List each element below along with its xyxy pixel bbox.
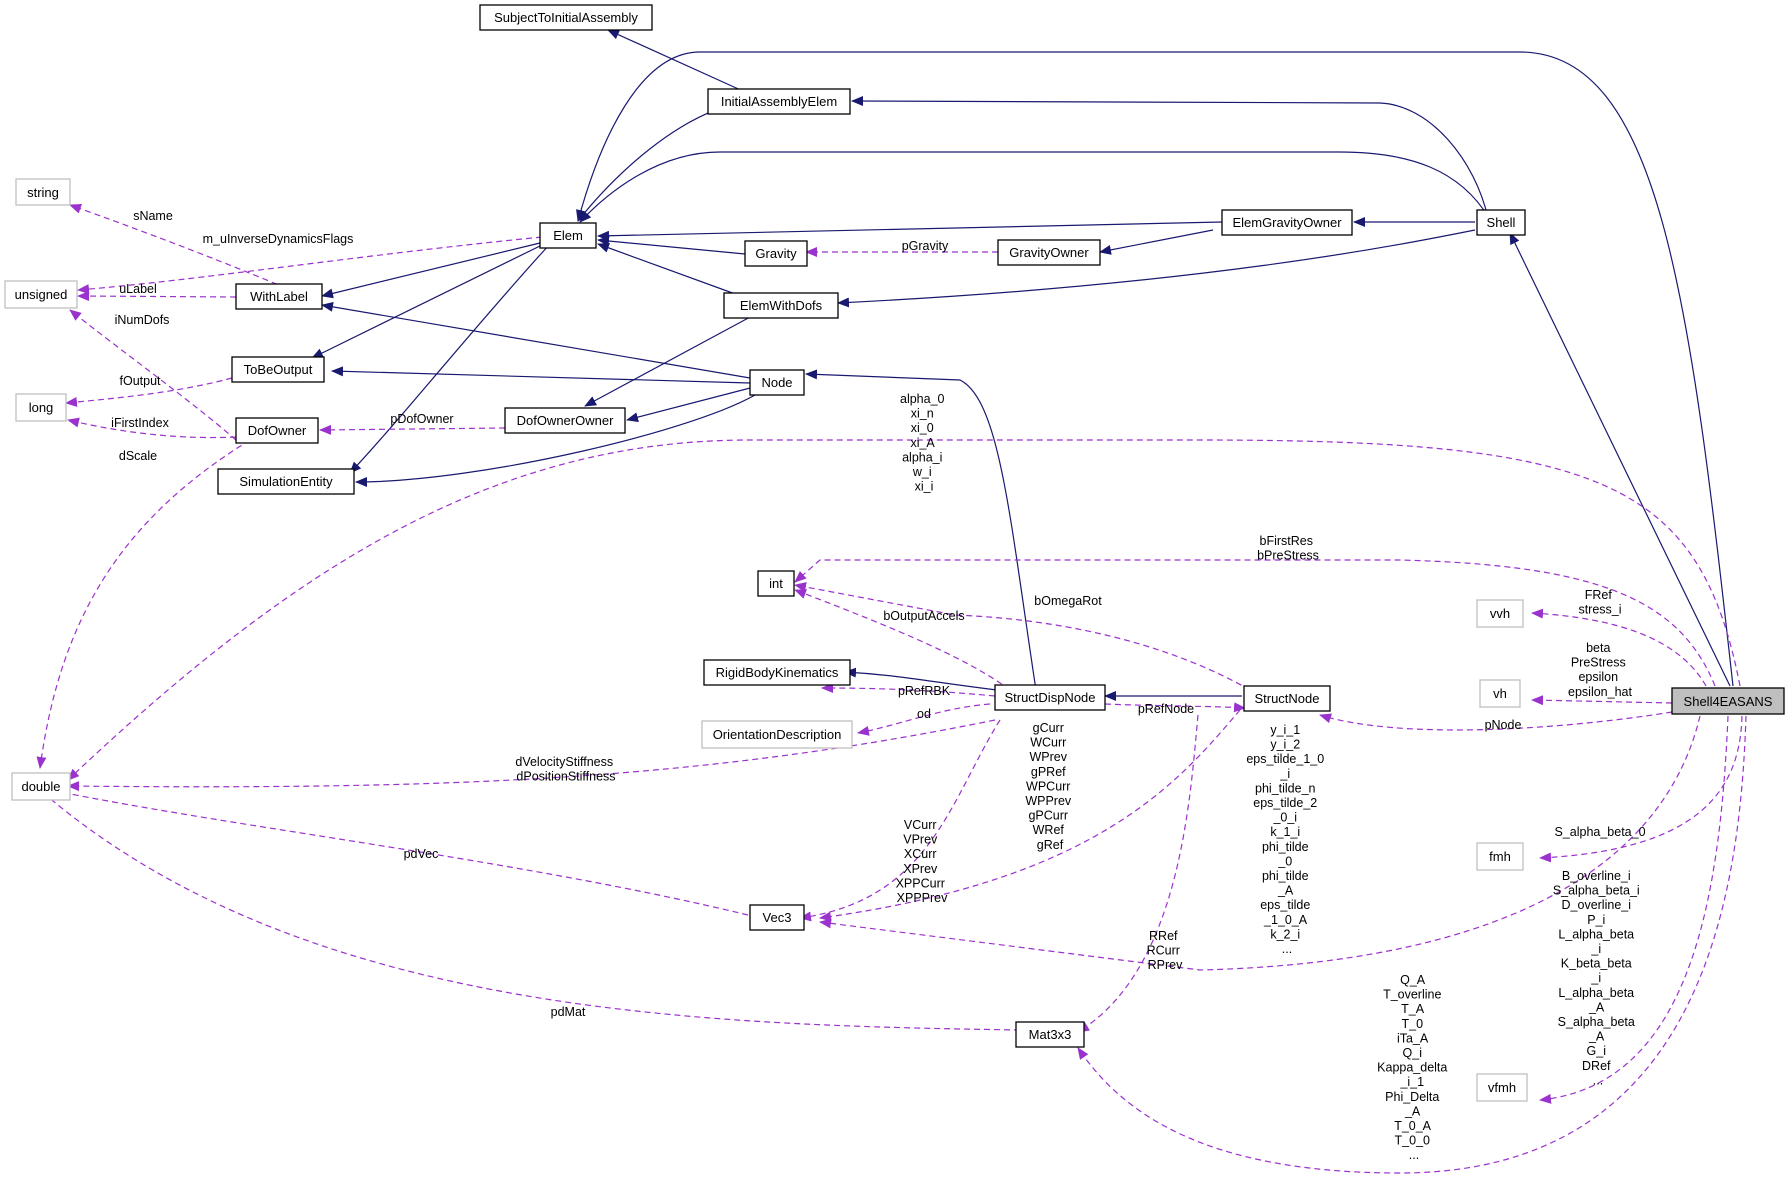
svg-text:Gravity: Gravity [755,246,797,261]
svg-text:int: int [769,576,783,591]
node-dof-owner[interactable]: DofOwner [235,417,319,444]
svg-text:WithLabel: WithLabel [250,289,308,304]
svg-text:Node: Node [761,375,792,390]
edge-label-vcurr-group: VCurr VPrev XCurr XPrev XPPCurr XPPPrev [896,818,949,905]
svg-text:StructDispNode: StructDispNode [1004,690,1095,705]
edge-label-pdvec: pdVec [404,847,439,861]
svg-text:ElemGravityOwner: ElemGravityOwner [1232,215,1342,230]
edge-label-s-alpha-beta-0: S_alpha_beta_0 [1554,825,1645,839]
edge-label-prefnode: pRefNode [1138,702,1194,716]
node-double[interactable]: double [11,772,71,801]
edge-label-alpha-group: alpha_0 xi_n xi_0 xi_A alpha_i w_i xi_i [900,392,948,494]
edge-label-bomegarot: bOmegaRot [1034,594,1102,608]
node-to-be-output[interactable]: ToBeOutput [231,356,325,383]
node-elem-gravity-owner[interactable]: ElemGravityOwner [1221,209,1353,236]
node-elem-with-dofs[interactable]: ElemWithDofs [723,292,839,319]
node-struct-node[interactable]: StructNode [1243,685,1331,712]
node-long[interactable]: long [15,393,67,422]
svg-text:Shell: Shell [1487,215,1516,230]
node-string[interactable]: string [15,178,71,206]
svg-text:OrientationDescription: OrientationDescription [713,727,842,742]
edge-usage [36,203,1747,1174]
edge-label-qa-group: Q_A T_overline T_A T_0 iTa_A Q_i Kappa_d… [1377,973,1451,1162]
svg-text:DofOwner: DofOwner [248,423,307,438]
edge-label-sname: sName [133,209,173,223]
svg-text:StructNode: StructNode [1254,691,1319,706]
node-gravity-owner[interactable]: GravityOwner [997,239,1101,266]
svg-text:SubjectToInitialAssembly: SubjectToInitialAssembly [494,10,638,25]
edge-label-foutput: fOutput [120,374,162,388]
edge-label-pnode: pNode [1485,718,1522,732]
edge-label-bfirstres-group: bFirstRes bPreStress [1257,534,1319,563]
svg-text:ToBeOutput: ToBeOutput [244,362,313,377]
svg-text:Mat3x3: Mat3x3 [1029,1027,1072,1042]
edge-label-dscale: dScale [119,449,157,463]
node-with-label[interactable]: WithLabel [235,283,323,310]
svg-text:DofOwnerOwner: DofOwnerOwner [517,413,614,428]
edge-label-m-uinverse-dynamics-flags: m_uInverseDynamicsFlags [203,232,354,246]
node-fmh[interactable]: fmh [1476,842,1524,871]
edge-label-prefrbk: pRefRBK [898,684,951,698]
node-struct-disp-node[interactable]: StructDispNode [994,684,1106,711]
svg-text:fmh: fmh [1489,849,1511,864]
edge-label-od: od [917,707,931,721]
svg-text:long: long [29,400,54,415]
edge-inheritance [311,29,1734,701]
node-int[interactable]: int [757,570,795,597]
node-mat3x3[interactable]: Mat3x3 [1015,1021,1085,1048]
edge-label-pgravity: pGravity [902,239,949,253]
svg-text:ElemWithDofs: ElemWithDofs [740,298,823,313]
node-elem[interactable]: Elem [539,222,597,249]
svg-text:SimulationEntity: SimulationEntity [239,474,333,489]
node-vh[interactable]: vh [1479,679,1521,708]
svg-text:vvh: vvh [1490,606,1510,621]
edge-label-stiffness-group: dVelocityStiffness dPositionStiffness [515,755,616,784]
svg-text:string: string [27,185,59,200]
node-dof-owner-owner[interactable]: DofOwnerOwner [504,407,626,434]
svg-text:Elem: Elem [553,228,583,243]
svg-text:Vec3: Vec3 [763,910,792,925]
edge-label-boutputaccels: bOutputAccels [883,609,964,623]
edge-label-ifirstindex: iFirstIndex [111,416,169,430]
edge-label-pdmat: pdMat [551,1005,586,1019]
edge-label-pdofowner: pDofOwner [390,412,453,426]
edge-label-inumdofs: iNumDofs [115,313,170,327]
edge-label-yi-group: y_i_1 y_i_2 eps_tilde_1_0 _i phi_tilde_n… [1246,723,1327,956]
edge-label-b-overline-group: B_overline_i S_alpha_beta_i D_overline_i… [1553,869,1643,1087]
edge-label-gcurr-group: gCurr WCurr WPrev gPRef WPCurr WPPrev gP… [1025,721,1074,852]
edge-label-beta-group: beta PreStress epsilon epsilon_hat [1568,641,1632,699]
svg-text:vh: vh [1493,686,1507,701]
edge-label-fref-group: FRef stress_i [1578,588,1621,617]
node-initial-assembly-elem[interactable]: InitialAssemblyElem [707,88,851,115]
node-rigid-body-kinematics[interactable]: RigidBodyKinematics [703,659,851,686]
edge-labels: sName m_uInverseDynamicsFlags uLabel iNu… [111,209,1645,1162]
node-subject-to-initial-assembly[interactable]: SubjectToInitialAssembly [479,4,653,31]
node-shell[interactable]: Shell [1476,209,1526,236]
svg-text:InitialAssemblyElem: InitialAssemblyElem [721,94,837,109]
node-node[interactable]: Node [749,369,805,396]
node-shell4easans[interactable]: Shell4EASANS [1671,687,1785,715]
edge-label-rref-group: RRef RCurr RPrev [1147,929,1184,972]
svg-text:vfmh: vfmh [1488,1080,1516,1095]
svg-text:double: double [21,779,60,794]
edge-label-ulabel: uLabel [119,282,157,296]
node-simulation-entity[interactable]: SimulationEntity [217,468,355,495]
node-unsigned[interactable]: unsigned [4,280,78,309]
svg-text:Shell4EASANS: Shell4EASANS [1684,694,1773,709]
node-vfmh[interactable]: vfmh [1476,1073,1528,1102]
svg-text:RigidBodyKinematics: RigidBodyKinematics [716,665,839,680]
node-orientation-description[interactable]: OrientationDescription [701,720,853,749]
node-vec3[interactable]: Vec3 [749,904,805,931]
node-gravity[interactable]: Gravity [744,240,808,267]
node-vvh[interactable]: vvh [1476,599,1524,628]
svg-text:GravityOwner: GravityOwner [1009,245,1089,260]
svg-text:unsigned: unsigned [15,287,68,302]
